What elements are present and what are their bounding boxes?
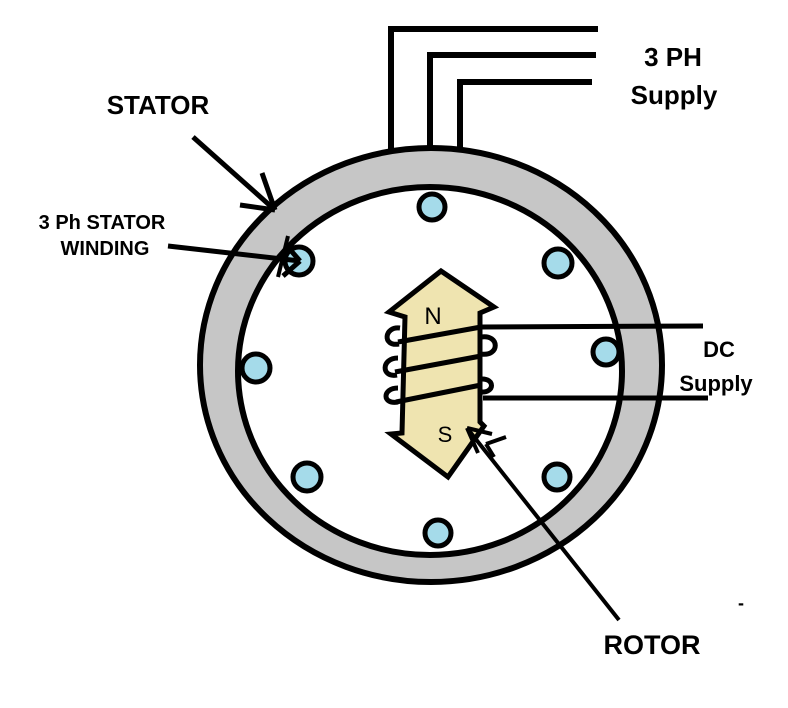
coil-turn <box>394 353 482 375</box>
winding-slot <box>541 461 573 493</box>
rotor-arrow-barb <box>465 427 480 454</box>
stator-label: STATOR <box>107 90 210 120</box>
dc-supply-label-line1: DC <box>703 337 735 362</box>
stator-winding-arrow <box>167 235 302 278</box>
winding-slot <box>416 191 448 223</box>
supply-wire-2 <box>427 52 596 150</box>
winding-arrow-barb <box>281 259 302 278</box>
diagram-labels: STATOR 3 Ph STATOR WINDING 3 PH Supply D… <box>39 42 754 660</box>
rotor-arrow-line <box>465 426 621 622</box>
coil-turn <box>397 324 482 345</box>
coil-loop-left <box>384 325 401 347</box>
rotor-arrow-barb <box>485 435 507 446</box>
winding-slot <box>290 460 324 494</box>
south-pole-label: S <box>438 422 453 447</box>
three-phase-supply-label-line1: 3 PH <box>644 42 702 72</box>
stator-arrow-barb <box>259 172 278 211</box>
winding-arrow-overshoot <box>276 235 290 278</box>
stator-winding-label-line1: 3 Ph STATOR <box>39 212 166 234</box>
supply-wire-1 <box>388 26 598 152</box>
dc-wire-top <box>480 323 704 330</box>
winding-slot <box>422 517 454 549</box>
winding-arrow-line <box>167 243 301 264</box>
stator-arrow <box>191 135 278 213</box>
coil-loop-left <box>382 355 399 378</box>
supply-wire-3 <box>457 79 592 152</box>
stator-arrow-barb <box>239 202 276 213</box>
coil-loop-left <box>383 385 399 405</box>
dc-supply-wires <box>480 323 708 401</box>
stator-arrow-line <box>191 135 277 212</box>
rotor: N S <box>382 267 500 481</box>
north-pole-label: N <box>424 303 441 330</box>
rotor-arrow <box>465 426 621 622</box>
three-phase-supply-wires <box>388 26 598 152</box>
rotor-magnet <box>383 267 500 481</box>
winding-slot <box>590 336 622 368</box>
stray-dash-mark: - <box>738 593 744 613</box>
three-phase-supply-label-line2: Supply <box>631 80 718 110</box>
winding-arrow-barb <box>284 243 302 263</box>
winding-slot <box>239 351 273 385</box>
rotor-arrow-barb <box>484 442 496 459</box>
coil-loop-right <box>480 376 494 395</box>
coil-loop-right <box>480 334 498 357</box>
coil-turn <box>395 382 482 405</box>
rotor-arrow-barb <box>466 426 493 436</box>
field-coil <box>382 324 498 405</box>
stator-winding-label-line2: WINDING <box>61 238 150 260</box>
winding-slot <box>541 246 575 280</box>
annotations <box>167 135 621 622</box>
dc-supply-label-line2: Supply <box>679 371 753 396</box>
rotor-label: ROTOR <box>603 630 700 660</box>
